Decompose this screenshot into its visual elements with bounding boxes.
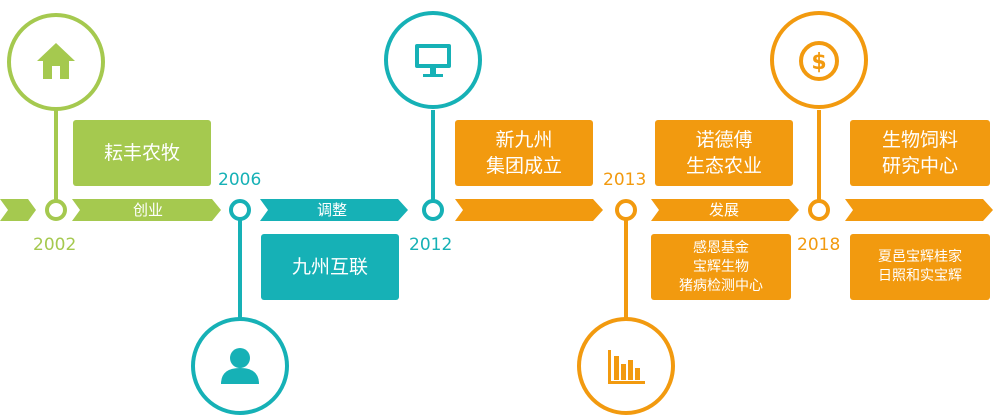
card-line: 夏邑宝辉桂家 [878, 249, 962, 265]
user-icon [221, 348, 259, 384]
monitor-icon [415, 44, 451, 77]
milestone-2018-ring [770, 11, 868, 109]
year-2018: 2018 [797, 235, 841, 255]
card-line: 集团成立 [485, 155, 562, 177]
arrow-segment [845, 199, 993, 221]
card-line: 日照和实宝辉 [878, 268, 962, 284]
svg-text:$: $ [811, 50, 826, 75]
milestone-card-2018-detail: 夏邑宝辉桂家 日照和实宝辉 [850, 234, 990, 300]
card-line: 宝辉生物 [693, 258, 749, 275]
milestone-2013-node [615, 199, 637, 221]
home-icon [37, 43, 75, 79]
card-line: 感恩基金 [693, 239, 749, 256]
year-2013: 2013 [603, 170, 647, 190]
arrow-segment-phase-3 [651, 199, 799, 221]
arrow-segment-phase-1 [72, 199, 221, 221]
milestone-2012-node [422, 199, 444, 221]
milestone-card-2002: 耘丰农牧 [73, 120, 211, 186]
card-line: 耘丰农牧 [103, 142, 180, 164]
milestone-2018-node [808, 199, 830, 221]
card-line: 九州互联 [291, 256, 368, 278]
milestone-card-2012: 新九州 集团成立 [455, 120, 593, 186]
phase-label-adjust: 调整 [316, 201, 347, 219]
card-line: 新九州 [495, 129, 553, 151]
year-2006: 2006 [218, 170, 262, 190]
milestone-2002-node [45, 199, 67, 221]
phase-label-startup: 创业 [132, 201, 163, 219]
arrow-segment [0, 199, 36, 221]
milestone-card-2013-detail: 感恩基金 宝辉生物 猪病检测中心 [651, 234, 791, 300]
milestone-card-2013: 诺德傅 生态农业 [655, 120, 793, 186]
card-line: 研究中心 [881, 155, 958, 177]
dollar-icon: $ [799, 41, 839, 81]
milestone-2006-node [229, 199, 251, 221]
milestone-card-2018: 生物饲料 研究中心 [850, 120, 990, 186]
phase-label-develop: 发展 [708, 201, 739, 219]
year-2002: 2002 [33, 235, 77, 255]
milestone-card-2006: 九州互联 [261, 234, 399, 300]
year-2012: 2012 [409, 235, 453, 255]
card-line: 生物饲料 [881, 129, 958, 151]
arrow-segment [455, 199, 603, 221]
arrow-segment-phase-2 [260, 199, 408, 221]
bar-chart-icon [608, 350, 645, 384]
card-line: 猪病检测中心 [679, 277, 763, 294]
card-line: 诺德傅 [695, 129, 753, 151]
card-line: 生态农业 [685, 155, 762, 177]
